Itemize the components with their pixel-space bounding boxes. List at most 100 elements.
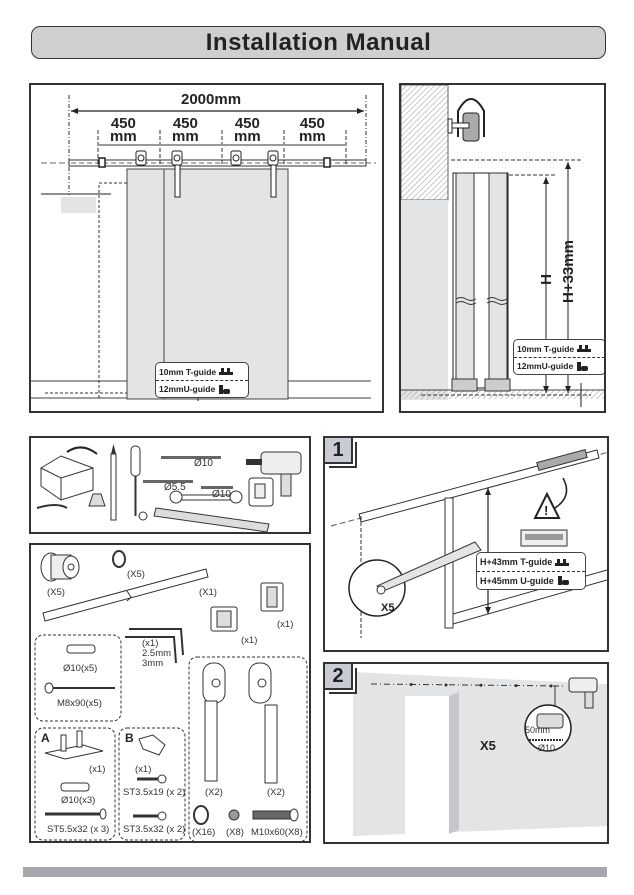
side-view-diagram	[401, 85, 604, 407]
footer-bar	[23, 867, 607, 877]
stopper-right	[323, 157, 331, 168]
break-marks	[455, 297, 508, 305]
parts-panel: (X5) (X5) (X1) (x1) 2.5mm 3mm (x1) (x1) …	[29, 543, 311, 843]
wall	[401, 200, 448, 400]
floor-guide	[484, 378, 511, 392]
step-1-diagram: !	[330, 449, 607, 638]
toolbox-icon	[36, 455, 94, 509]
screw-icon	[137, 774, 167, 784]
drill-depth-label: 50mm	[525, 725, 551, 735]
drill-bit-label-2: Ø5.5	[164, 482, 186, 493]
stopper-left	[98, 157, 106, 168]
screwdriver-icon	[130, 445, 148, 521]
dimensions-diagram	[31, 95, 376, 401]
spacing-label-4: 450 mm	[299, 116, 326, 145]
door-opening	[405, 696, 449, 836]
hex-key-labels: (x1) 2.5mm 3mm	[142, 639, 171, 669]
guide-label: H+45mm U-guide	[480, 575, 554, 586]
step-2-diagram	[353, 672, 607, 836]
arrowhead	[565, 386, 571, 393]
drill-bit-label-3: Ø10	[212, 489, 231, 500]
guide-option-u: 12mmU-guide	[156, 380, 248, 397]
door-panel	[455, 172, 475, 389]
hex-bolt-icon	[252, 808, 299, 822]
step-2-multiplier: X5	[480, 738, 496, 753]
door-back	[126, 168, 165, 400]
arrowhead	[485, 607, 491, 614]
hex-key-icon	[125, 628, 184, 664]
hex-key-size: 2.5mm	[142, 648, 172, 659]
hex-key-qty: (x1)	[142, 638, 159, 649]
wall-spacer-flange	[447, 118, 453, 134]
spirit-level-icon	[153, 507, 270, 532]
drill-points	[409, 683, 553, 688]
tools-illustration	[36, 444, 302, 532]
wall-anchor-icon	[66, 644, 96, 654]
hanger-right-icon	[248, 662, 278, 784]
kit-b-qty: (x1)	[135, 764, 152, 775]
kit-a-qty: (x1)	[89, 764, 106, 775]
spacing-unit: mm	[299, 128, 326, 145]
spacing-value: 450	[110, 115, 136, 132]
floor-guide-a-icon	[44, 730, 104, 760]
total-length-label: 2000mm	[181, 91, 242, 108]
kit-b-screw-2: ST3.5x32 (x 2)	[123, 824, 186, 835]
tools-panel: Ø10 Ø5.5 Ø10	[29, 436, 311, 534]
rail-orientation-bar	[525, 534, 563, 540]
guide-option-u: H+45mm U-guide	[477, 571, 585, 589]
arrowhead	[543, 177, 549, 184]
nut-icon	[228, 809, 240, 821]
arrowhead	[357, 108, 364, 114]
floor-guide	[451, 378, 478, 392]
power-drill-icon	[246, 451, 302, 497]
spacing-unit: mm	[110, 128, 137, 145]
guide-label: 10mm T-guide	[517, 343, 575, 354]
opening-jamb	[449, 692, 459, 834]
drill-bit-icon	[143, 456, 233, 489]
guide-label: 12mmU-guide	[517, 361, 574, 371]
spacing-dimension-lines	[97, 130, 347, 165]
t-guide-icon	[555, 558, 570, 566]
drill-line	[370, 683, 566, 687]
power-drill-icon	[568, 677, 598, 709]
door-front	[163, 168, 289, 400]
guide-label: 10mm T-guide	[159, 366, 217, 377]
hex-key-size: 3mm	[142, 658, 164, 669]
hex-bolt-label: M10x60(X8)	[251, 827, 303, 838]
kit-a-letter: A	[41, 731, 50, 745]
height-label: H	[537, 274, 555, 285]
guide-options-box: 10mm T-guide 12mmU-guide	[155, 362, 249, 398]
guide-option-t: 10mm T-guide	[514, 340, 604, 357]
step-number-badge: 2	[325, 664, 353, 690]
spacing-unit: mm	[172, 128, 199, 145]
guide-t-icon	[260, 582, 284, 612]
guide-u-icon	[210, 606, 238, 632]
floor-guide-b-icon	[138, 734, 166, 756]
hanger-right-qty: (X2)	[267, 787, 285, 798]
wall-header	[401, 85, 449, 201]
height-plus-label: H+33mm	[560, 240, 577, 303]
drill-body-detail	[536, 713, 564, 729]
rail-end-piece	[536, 449, 588, 471]
washer-qty: (X16)	[192, 827, 216, 838]
t-guide-icon	[219, 368, 234, 375]
guide-t-qty: (x1)	[277, 619, 294, 630]
nut-qty: (X8)	[226, 827, 244, 838]
kit-b-screw-1: ST3.5x19 (x 2)	[123, 787, 186, 798]
wall-anchor-icon	[60, 782, 90, 792]
step-1-panel: ! 1 X5 H+43mm T-guide H+45mm U-guide	[323, 436, 609, 652]
anchor-label: Ø10(x5)	[63, 663, 98, 674]
arrowhead	[71, 108, 78, 114]
kit-b-letter: B	[125, 731, 134, 745]
step-2-panel: 2 X5 50mm Ø10	[323, 662, 609, 844]
step-1-multiplier: X5	[381, 602, 395, 614]
wall	[353, 672, 607, 836]
tape-measure-icon	[248, 477, 274, 507]
page-title: Installation Manual	[205, 28, 432, 56]
svg-text:!: !	[544, 503, 548, 518]
arrowhead	[485, 488, 491, 495]
kit-b-box	[118, 727, 186, 841]
t-guide-icon	[577, 345, 592, 352]
arrowhead	[565, 162, 571, 169]
drill-bit-size-label: Ø10	[538, 743, 556, 753]
